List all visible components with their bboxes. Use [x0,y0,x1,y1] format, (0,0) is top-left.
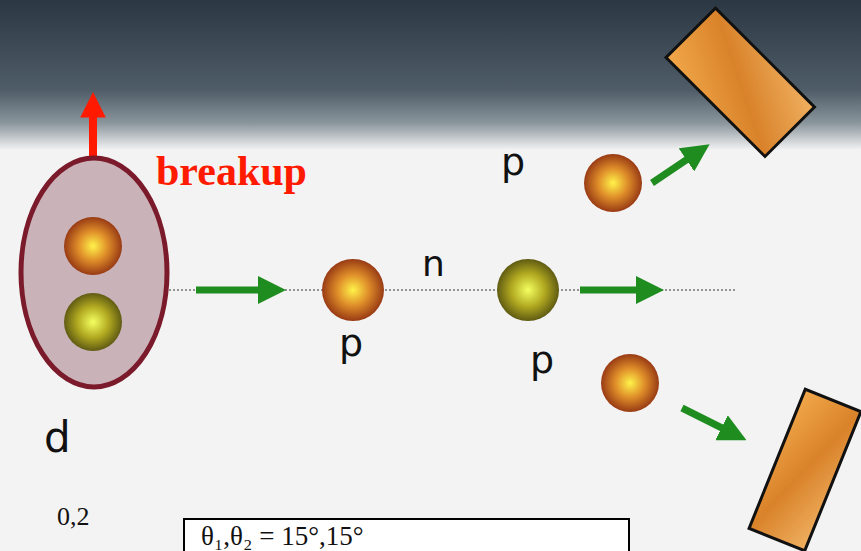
momentum-arrow [652,152,698,183]
deuteron-ellipse: d [18,155,170,390]
particle-label: p [501,143,525,181]
axis-value: 0,2 [57,504,90,530]
beam-axis [85,289,735,291]
node-shape [600,353,660,413]
angle-label: θ₁,θ₂ = 15°,15° [201,523,364,550]
proton-circle: p [583,153,643,213]
particle-label: p [530,341,554,379]
momentum-arrow [682,408,734,434]
node-shape [321,258,385,322]
proton-circle: p [600,353,660,413]
node-shape [496,258,560,322]
neutron-circle: n [496,258,560,322]
detector [749,389,861,551]
particle-label: d [44,417,71,459]
particle-label: p [339,324,363,362]
node-shape [18,155,170,390]
node-shape [583,153,643,213]
breakup-label: breakup [156,150,307,192]
particle-label: n [422,246,445,282]
momentum-arrow [580,287,650,294]
momentum-arrow [196,287,272,294]
proton-circle: p [321,258,385,322]
angle-box: θ₁,θ₂ = 15°,15° [183,518,630,551]
detector [666,8,814,156]
